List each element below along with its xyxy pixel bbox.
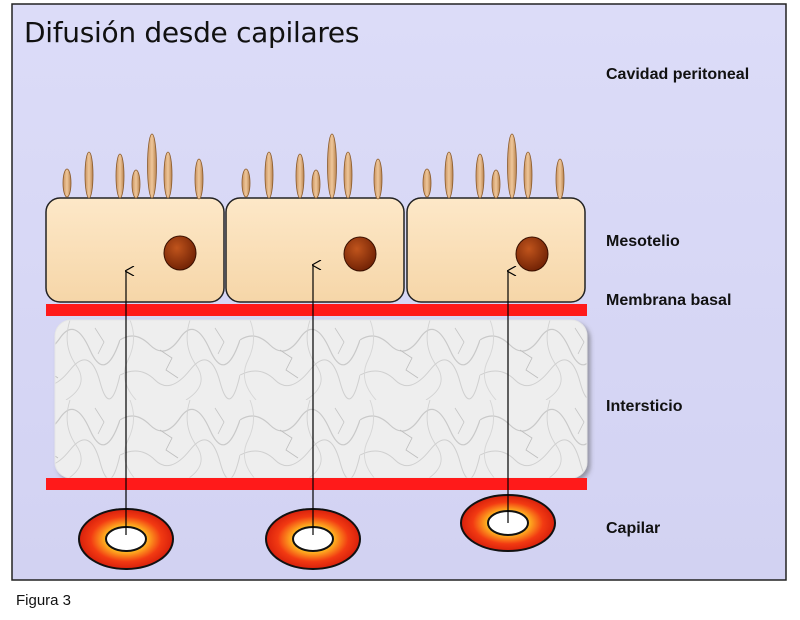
label-peritoneal-cavity: Cavidad peritoneal	[606, 66, 750, 83]
label-basement-membrane: Membrana basal	[606, 292, 732, 309]
diagram-title: Difusión desde capilares	[24, 16, 360, 49]
figure-caption: Figura 3	[16, 592, 72, 609]
capillary-1	[78, 508, 174, 570]
lower-membrane-bar	[46, 478, 587, 490]
interstitium-block	[54, 319, 588, 479]
microvilli-cell-2	[241, 133, 383, 200]
nucleus	[343, 236, 377, 272]
label-capillary: Capilar	[606, 520, 661, 537]
label-mesothelium: Mesotelio	[606, 233, 680, 250]
basement-membrane-bar	[46, 304, 587, 316]
mesothelium-cell-2	[225, 197, 405, 303]
nucleus	[515, 236, 549, 272]
nucleus	[163, 235, 197, 271]
mesothelium-cell-3	[406, 197, 586, 303]
microvilli-cell-1	[62, 133, 204, 200]
mesothelium-cell-1	[45, 197, 225, 303]
label-interstitium: Intersticio	[606, 398, 683, 415]
capillary-2	[265, 508, 361, 570]
microvilli-cell-3	[422, 133, 565, 200]
